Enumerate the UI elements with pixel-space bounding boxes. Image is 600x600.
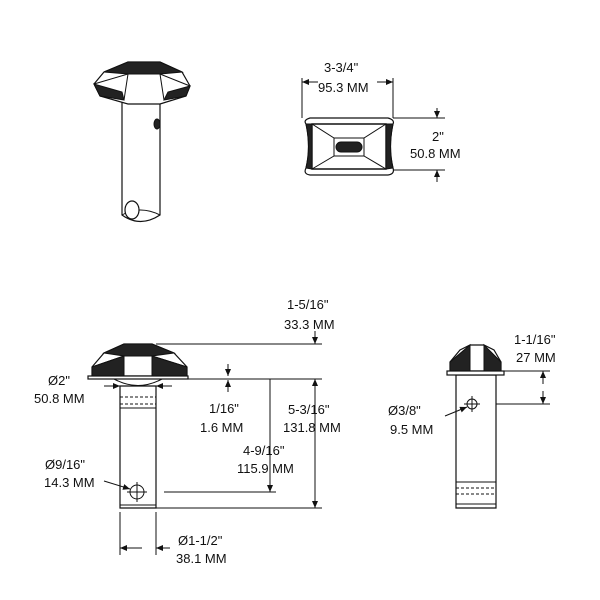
- top-width-in-label: 3-3/4": [324, 60, 359, 75]
- hole-pos-in-label: 4-9/16": [243, 443, 285, 458]
- side-head-dimension: 1-1/16" 27 MM: [496, 332, 556, 405]
- pin-dia-mm-label: 38.1 MM: [176, 551, 227, 566]
- side-head-in-label: 1-1/16": [514, 332, 556, 347]
- top-width-mm-label: 95.3 MM: [318, 80, 369, 95]
- top-height-dimension: 2" 50.8 MM: [393, 108, 461, 182]
- overall-len-in-label: 5-3/16": [288, 402, 330, 417]
- flange-mm-label: 1.6 MM: [200, 420, 243, 435]
- head-dia-mm-label: 50.8 MM: [34, 391, 85, 406]
- pin-diameter-dimension: Ø1-1/2" 38.1 MM: [119, 512, 227, 566]
- side-view: [446, 343, 505, 509]
- front-view: [87, 343, 226, 509]
- side-hole-in-label: Ø3/8": [388, 403, 421, 418]
- head-dia-in-label: Ø2": [48, 373, 70, 388]
- top-width-dimension: 3-3/4" 95.3 MM: [301, 60, 394, 118]
- hole-dia-mm-label: 14.3 MM: [44, 475, 95, 490]
- head-diameter-dimension: Ø2" 50.8 MM: [34, 373, 172, 406]
- flange-in-label: 1/16": [209, 401, 239, 416]
- head-height-in-label: 1-5/16": [287, 297, 329, 312]
- head-height-mm-label: 33.3 MM: [284, 317, 335, 332]
- overall-length-dimension: 5-3/16" 131.8 MM: [156, 392, 341, 509]
- side-hole-mm-label: 9.5 MM: [390, 422, 433, 437]
- side-hole-leader: Ø3/8" 9.5 MM: [388, 403, 468, 437]
- hole-pos-mm-label: 115.9 MM: [237, 461, 294, 476]
- pin-dia-in-label: Ø1-1/2": [178, 533, 223, 548]
- flange-dimension: 1/16" 1.6 MM: [200, 364, 243, 435]
- side-head-mm-label: 27 MM: [516, 350, 556, 365]
- overall-len-mm-label: 131.8 MM: [283, 420, 341, 435]
- hole-diameter-leader: Ø9/16" 14.3 MM: [44, 457, 131, 490]
- hole-position-dimension: 4-9/16" 115.9 MM: [164, 378, 294, 493]
- top-view: [304, 117, 395, 176]
- head-height-dimension: 1-5/16" 33.3 MM: [156, 297, 335, 392]
- hole-dia-in-label: Ø9/16": [45, 457, 85, 472]
- top-height-in-label: 2": [432, 129, 444, 144]
- top-height-mm-label: 50.8 MM: [410, 146, 461, 161]
- isometric-view: [93, 61, 191, 223]
